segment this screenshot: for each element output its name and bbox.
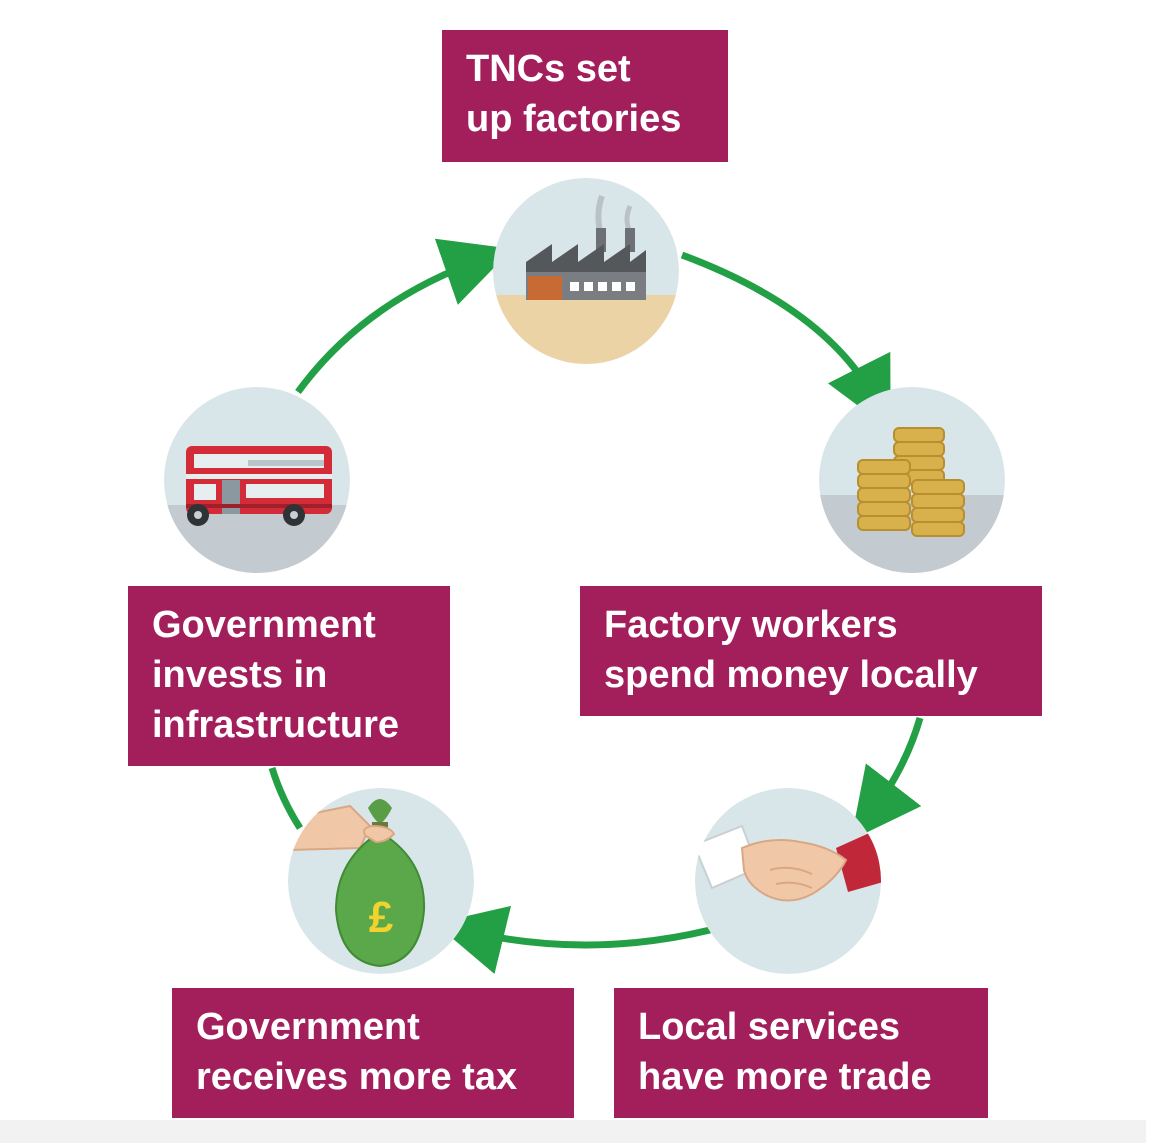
pound-symbol: £ [369, 893, 394, 942]
label-local-services-trade: Local services have more trade [614, 988, 988, 1118]
label-line: up factories [466, 98, 682, 140]
factory-icon [493, 178, 679, 364]
label-line: infrastructure [152, 704, 400, 746]
arrow-bus-to-factory [295, 238, 513, 395]
label-factory-workers-spend: Factory workers spend money locally [580, 586, 1042, 716]
label-line: spend money locally [604, 654, 978, 696]
arrow-tax-to-gov-invest [268, 766, 303, 830]
label-line: invests in [152, 654, 328, 696]
arrow-workers-to-services [850, 717, 924, 841]
label-tncs-set-up-factories: TNCs set up factories [442, 30, 728, 162]
label-line: Local services [638, 1006, 900, 1048]
label-line: Government [196, 1006, 420, 1048]
arrow-services-to-tax [434, 905, 711, 974]
footer-bar [0, 1120, 1146, 1143]
label-line: Factory workers [604, 604, 898, 646]
coins-icon [819, 387, 1005, 573]
handshake-icon [695, 788, 881, 974]
label-government-invests-infrastructure: Government invests in infrastructure [128, 586, 450, 766]
arrow-factory-to-coins [680, 251, 891, 430]
label-line: TNCs set [466, 48, 631, 90]
label-line: Government [152, 604, 376, 646]
money-bag-icon [288, 788, 474, 974]
label-line: have more trade [638, 1056, 932, 1098]
label-government-receives-tax: Government receives more tax [172, 988, 574, 1118]
bus-icon [164, 387, 350, 573]
cycle-arrows [268, 238, 924, 974]
label-line: receives more tax [196, 1056, 518, 1098]
